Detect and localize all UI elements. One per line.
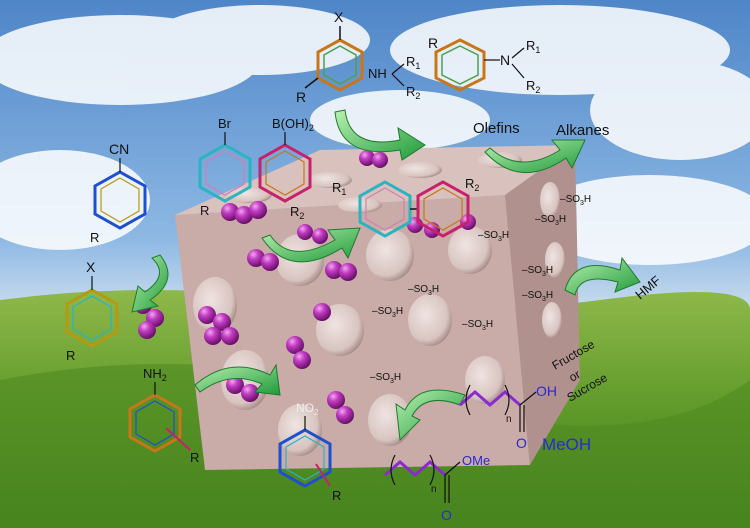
meoh-label: MeOH	[542, 435, 591, 454]
x-left-r-label: R	[66, 348, 75, 363]
amine-reagent: NH R1 R2	[368, 54, 420, 101]
arrow-suzuki	[261, 227, 361, 263]
cn-label: CN	[109, 141, 129, 157]
ester-n-label: n	[431, 484, 437, 495]
nitro-r-label: R	[332, 488, 341, 503]
so3h-1: –SO3H	[560, 194, 591, 207]
no2-label: NO2	[296, 401, 319, 417]
arrow-reduction	[194, 363, 281, 396]
nh2-label: NH2	[143, 366, 167, 383]
sulfonic-groups: –SO3H –SO3H –SO3H –SO3H –SO3H –SO3H –SO3…	[370, 194, 591, 385]
reaction-arrows	[131, 109, 641, 442]
methyl-ester: n OMe O	[384, 453, 490, 523]
oh-label: OH	[536, 383, 557, 399]
boronic-label: B(OH)2	[272, 116, 314, 133]
bromide-r-label: R	[200, 203, 209, 218]
arrow-hmf	[564, 256, 641, 296]
biaryl-r1: R1	[332, 180, 346, 197]
br-label: Br	[218, 116, 232, 131]
x-label-top: X	[334, 9, 344, 25]
so3h-5: –SO3H	[522, 290, 553, 303]
amine-r1: R1	[406, 54, 420, 71]
side-pores	[540, 182, 565, 338]
prod-r1: R1	[526, 38, 540, 55]
ester-o-label: O	[441, 507, 452, 523]
arrow-esterification	[395, 389, 466, 442]
so3h-3: –SO3H	[478, 230, 509, 243]
nh-label: NH	[368, 66, 387, 81]
alkanes-label: Alkanes	[556, 122, 609, 139]
aniline-r-label: R	[190, 450, 199, 465]
amine-r2: R2	[406, 84, 420, 101]
arrow-hydrogenation	[484, 139, 586, 173]
so3h-7: –SO3H	[372, 306, 403, 319]
ome-label: OMe	[462, 453, 490, 468]
prod-r-label: R	[428, 35, 438, 51]
acid-n-label: n	[506, 414, 512, 425]
benzonitrile: CN R	[90, 141, 147, 245]
metal-nanoparticles	[134, 150, 476, 424]
biaryl-r2: R2	[465, 176, 479, 193]
so3h-8: –SO3H	[462, 319, 493, 332]
fatty-acid: n OH O	[459, 383, 557, 451]
acid-o-label: O	[516, 435, 527, 451]
aryl-halide-left: X R	[65, 259, 119, 363]
nitrobenzene: NO2 R	[278, 401, 341, 503]
so3h-4: –SO3H	[522, 265, 553, 278]
prod-n-label: N	[500, 52, 510, 68]
so3h-2: –SO3H	[535, 214, 566, 227]
so3h-6: –SO3H	[408, 284, 439, 297]
so3h-9: –SO3H	[370, 372, 401, 385]
block-right-face	[505, 145, 580, 465]
amination-product: R N R1 R2	[428, 35, 540, 95]
biaryl-product: R1 R2	[332, 176, 479, 238]
arrow-cyanation	[131, 254, 169, 313]
aryl-bromide: Br R	[198, 116, 252, 218]
aryl-boronic-acid: B(OH)2 R2	[258, 116, 314, 221]
prod-r2: R2	[526, 78, 540, 95]
boronic-r-label: R2	[290, 204, 304, 221]
aryl-halide-top: X R	[296, 9, 364, 105]
x-left-label: X	[86, 259, 96, 275]
cn-r-label: R	[90, 230, 99, 245]
block-top-face	[175, 145, 575, 215]
olefins-label: Olefins	[473, 120, 520, 137]
aniline: NH2 R	[128, 366, 199, 465]
r-label-top: R	[296, 89, 306, 105]
arrow-amination	[334, 109, 426, 161]
